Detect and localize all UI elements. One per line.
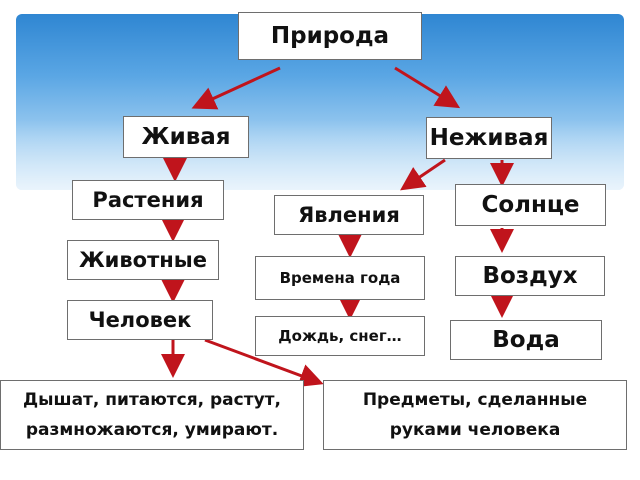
node-air: Воздух [455, 256, 605, 296]
traits-line-1: Дышат, питаются, растут, [23, 390, 281, 410]
traits-line-2: размножаются, умирают. [25, 420, 279, 440]
arrow-root-to-nonliving [394, 66, 461, 109]
node-traits: Дышат, питаются, растут, размножаются, у… [0, 380, 304, 450]
node-phenomena: Явления [274, 195, 424, 235]
node-nonliving: Неживая [426, 117, 552, 159]
node-water: Вода [450, 320, 602, 360]
node-objects: Предметы, сделанные руками человека [323, 380, 627, 450]
node-animals: Животные [67, 240, 219, 280]
node-plants: Растения [72, 180, 224, 220]
node-root: Природа [238, 12, 422, 60]
objects-line-2: руками человека [389, 420, 561, 440]
node-sun: Солнце [455, 184, 606, 226]
node-rain-snow: Дождь, снег… [255, 316, 425, 356]
node-seasons: Времена года [255, 256, 425, 300]
node-human: Человек [67, 300, 213, 340]
arrow-nonliving-to-phenomena [400, 158, 446, 191]
node-living: Живая [123, 116, 249, 158]
objects-line-1: Предметы, сделанные [362, 390, 588, 410]
arrow-root-to-living [191, 66, 281, 110]
arrow-human-to-objects [204, 338, 324, 387]
